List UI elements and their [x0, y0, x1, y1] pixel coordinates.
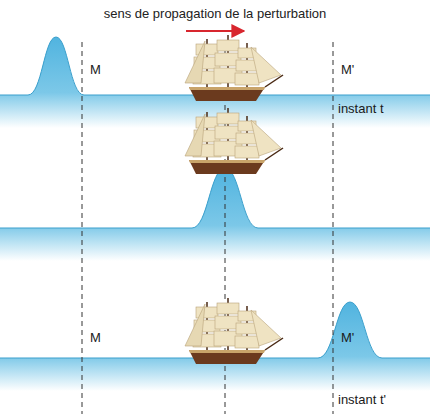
point-label: M': [341, 62, 354, 77]
water-surface: [0, 168, 430, 228]
point-label: M': [341, 330, 354, 345]
point-label: M: [90, 330, 101, 345]
time-label: instant t': [338, 392, 386, 407]
sailing-ship: [185, 108, 283, 174]
propagation-arrow: [186, 30, 244, 32]
sailing-ship: [185, 35, 283, 101]
dashed-line: [333, 42, 334, 414]
sailing-ship: [185, 298, 283, 364]
time-label: instant t: [338, 101, 384, 116]
dashed-line: [82, 42, 83, 414]
direction-caption: sens de propagation de la perturbation: [104, 6, 327, 21]
point-label: M: [90, 62, 101, 77]
water: [0, 168, 430, 261]
